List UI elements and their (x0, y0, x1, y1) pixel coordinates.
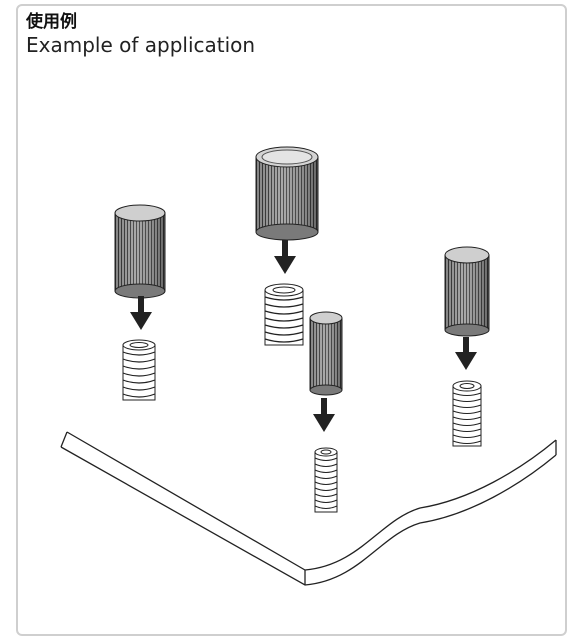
coil-insert-3 (314, 447, 338, 513)
title-english: Example of application (26, 33, 256, 57)
coil-insert-2 (264, 283, 304, 346)
knob-cylinder-1 (114, 204, 166, 299)
knob-cylinder-2 (255, 146, 319, 241)
coil-insert-1 (122, 339, 156, 401)
title-japanese: 使用例 (26, 12, 77, 32)
knob-cylinder-4 (444, 246, 490, 337)
arrow-down-icon (455, 337, 477, 370)
knob-cylinder-3 (309, 311, 343, 396)
coil-insert-4 (452, 380, 482, 447)
arrow-down-icon (313, 398, 335, 432)
arrow-down-icon (274, 240, 296, 274)
base-plate (60, 431, 557, 586)
arrow-down-icon (130, 296, 152, 330)
